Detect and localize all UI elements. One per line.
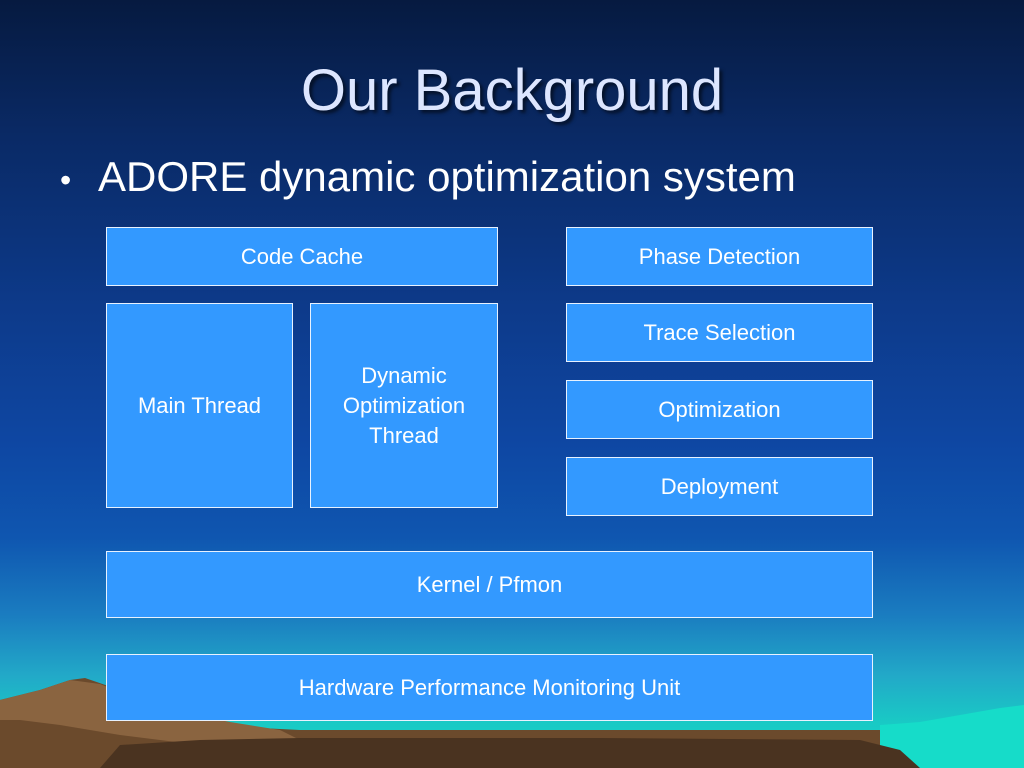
kernel-pfmon-box: Kernel / Pfmon xyxy=(106,551,873,618)
hardware-performance-monitoring-unit-box: Hardware Performance Monitoring Unit xyxy=(106,654,873,721)
code-cache-box: Code Cache xyxy=(106,227,498,286)
slide-title: Our Background xyxy=(300,58,724,123)
main-thread-box: Main Thread xyxy=(106,303,293,508)
foreground-shore-shape xyxy=(100,738,920,768)
ground-shape xyxy=(880,705,1024,768)
dynamic-optimization-thread-line-1: Dynamic xyxy=(361,362,447,388)
deployment-box: Deployment xyxy=(566,457,873,516)
trace-selection-box: Trace Selection xyxy=(566,303,873,362)
optimization-box: Optimization xyxy=(566,380,873,439)
bullet-item: • ADORE dynamic optimization system xyxy=(60,152,796,205)
dynamic-optimization-thread-line-3: Thread xyxy=(369,422,439,448)
dynamic-optimization-thread-line-2: Optimization xyxy=(342,392,466,418)
bullet-icon: • xyxy=(60,162,72,198)
dynamic-optimization-thread-box: Dynamic Optimization Thread xyxy=(310,303,498,508)
phase-detection-box: Phase Detection xyxy=(566,227,873,286)
bullet-text: ADORE dynamic optimization system xyxy=(98,153,796,200)
